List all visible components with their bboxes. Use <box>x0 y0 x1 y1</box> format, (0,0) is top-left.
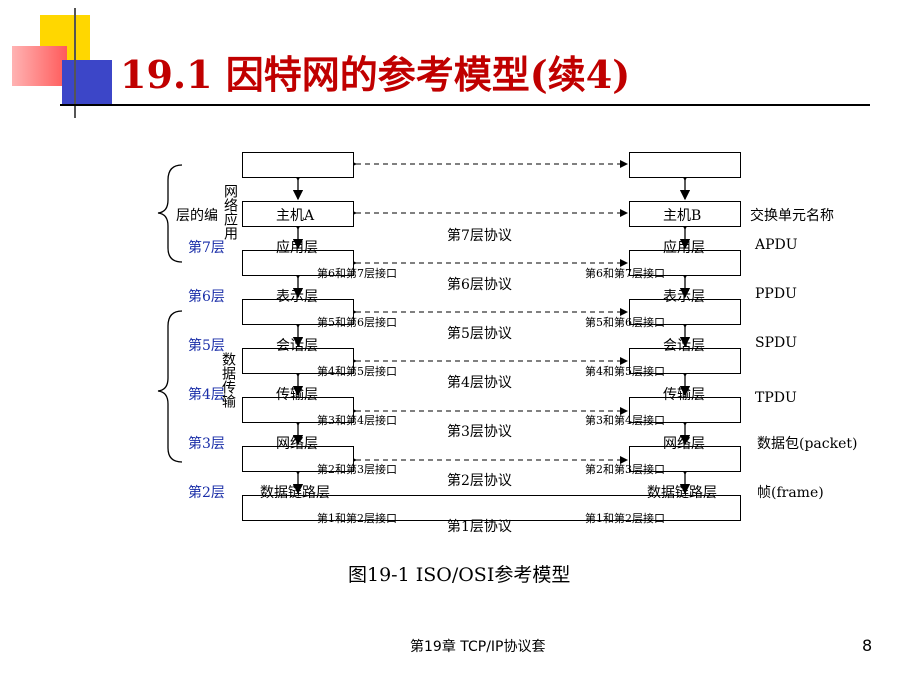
host-b-interface-label-67: 第6和第7层接口 <box>585 267 665 280</box>
host-b-top-box <box>629 152 741 178</box>
protocol-label-1: 第1层协议 <box>447 519 512 535</box>
host-b-layer-name-5: 会话层 <box>663 338 705 354</box>
pdu-label-3: 数据包(packet) <box>757 436 858 452</box>
host-a-layer-name-7: 应用层 <box>276 240 318 256</box>
host-b-interface-label-23: 第2和第3层接口 <box>585 463 665 476</box>
footer-chapter: 第19章 TCP/IP协议套 <box>410 639 546 655</box>
decor-blue-square <box>62 60 112 106</box>
host-b-layer3-box <box>629 397 741 423</box>
protocol-label-6: 第6层协议 <box>447 277 512 293</box>
host-a-label: 主机A <box>276 208 315 224</box>
host-a-layer-name-5: 会话层 <box>276 338 318 354</box>
host-b-layer2-box <box>629 446 741 472</box>
layer-number-7: 第7层 <box>188 240 225 256</box>
pdu-header: 交换单元名称 <box>750 208 834 224</box>
layer-number-6: 第6层 <box>188 289 225 305</box>
host-b-layer-name-7: 应用层 <box>663 240 705 256</box>
host-a-layer-name-6: 表示层 <box>276 289 318 305</box>
host-a-layer3-box <box>242 397 354 423</box>
host-b-layer-name-3: 网络层 <box>663 436 705 452</box>
pdu-label-2: 帧(frame) <box>757 485 824 501</box>
pdu-label-6: PPDU <box>755 286 797 302</box>
page-title: 19.1 因特网的参考模型(续4) <box>120 52 631 97</box>
host-b-label: 主机B <box>663 208 702 224</box>
protocol-label-3: 第3层协议 <box>447 424 512 440</box>
layer-number-2: 第2层 <box>188 485 225 501</box>
physical-medium-box <box>242 495 741 521</box>
decor-red-square <box>12 46 67 86</box>
host-a-layer4-box <box>242 348 354 374</box>
pdu-label-5: SPDU <box>755 335 798 351</box>
group-top-label: 层的编 <box>176 208 218 224</box>
host-a-interface-label-34: 第3和第4层接口 <box>317 414 397 427</box>
group-top-vertical: 网络应用 <box>222 184 238 240</box>
host-b-layer-name-6: 表示层 <box>663 289 705 305</box>
host-a-layer-name-3: 网络层 <box>276 436 318 452</box>
decor-vertical-line <box>74 8 76 118</box>
host-b-layer4-box <box>629 348 741 374</box>
host-a-layer5-box <box>242 299 354 325</box>
protocol-label-5: 第5层协议 <box>447 326 512 342</box>
host-b-layer-name-4: 传输层 <box>663 387 705 403</box>
layer-number-5: 第5层 <box>188 338 225 354</box>
host-b-box <box>629 201 741 227</box>
host-b-interface-label-56: 第5和第6层接口 <box>585 316 665 329</box>
host-b-layer5-box <box>629 299 741 325</box>
host-a-layer6-box <box>242 250 354 276</box>
host-b-interface-label-45: 第4和第5层接口 <box>585 365 665 378</box>
host-a-interface-label-56: 第5和第6层接口 <box>317 316 397 329</box>
pdu-label-4: TPDU <box>755 390 797 406</box>
group-bottom-vertical: 数据传输 <box>220 352 236 408</box>
host-a-layer2-box <box>242 446 354 472</box>
layer-number-3: 第3层 <box>188 436 225 452</box>
host-a-layer-name-4: 传输层 <box>276 387 318 403</box>
host-a-box <box>242 201 354 227</box>
host-a-interface-label-12: 第1和第2层接口 <box>317 512 397 525</box>
host-a-interface-label-45: 第4和第5层接口 <box>317 365 397 378</box>
diagram-caption: 图19-1 ISO/OSI参考模型 <box>348 564 571 586</box>
host-b-layer6-box <box>629 250 741 276</box>
title-rule <box>60 104 870 106</box>
host-a-top-box <box>242 152 354 178</box>
protocol-label-7: 第7层协议 <box>447 228 512 244</box>
layer-number-4: 第4层 <box>188 387 225 403</box>
host-a-layer-name-2: 数据链路层 <box>260 485 330 501</box>
protocol-label-2: 第2层协议 <box>447 473 512 489</box>
protocol-label-4: 第4层协议 <box>447 375 512 391</box>
host-a-interface-label-23: 第2和第3层接口 <box>317 463 397 476</box>
host-b-interface-label-12: 第1和第2层接口 <box>585 512 665 525</box>
page-number: 8 <box>862 636 873 655</box>
host-b-layer-name-2: 数据链路层 <box>647 485 717 501</box>
host-b-interface-label-34: 第3和第4层接口 <box>585 414 665 427</box>
pdu-label-7: APDU <box>755 237 798 253</box>
host-a-interface-label-67: 第6和第7层接口 <box>317 267 397 280</box>
